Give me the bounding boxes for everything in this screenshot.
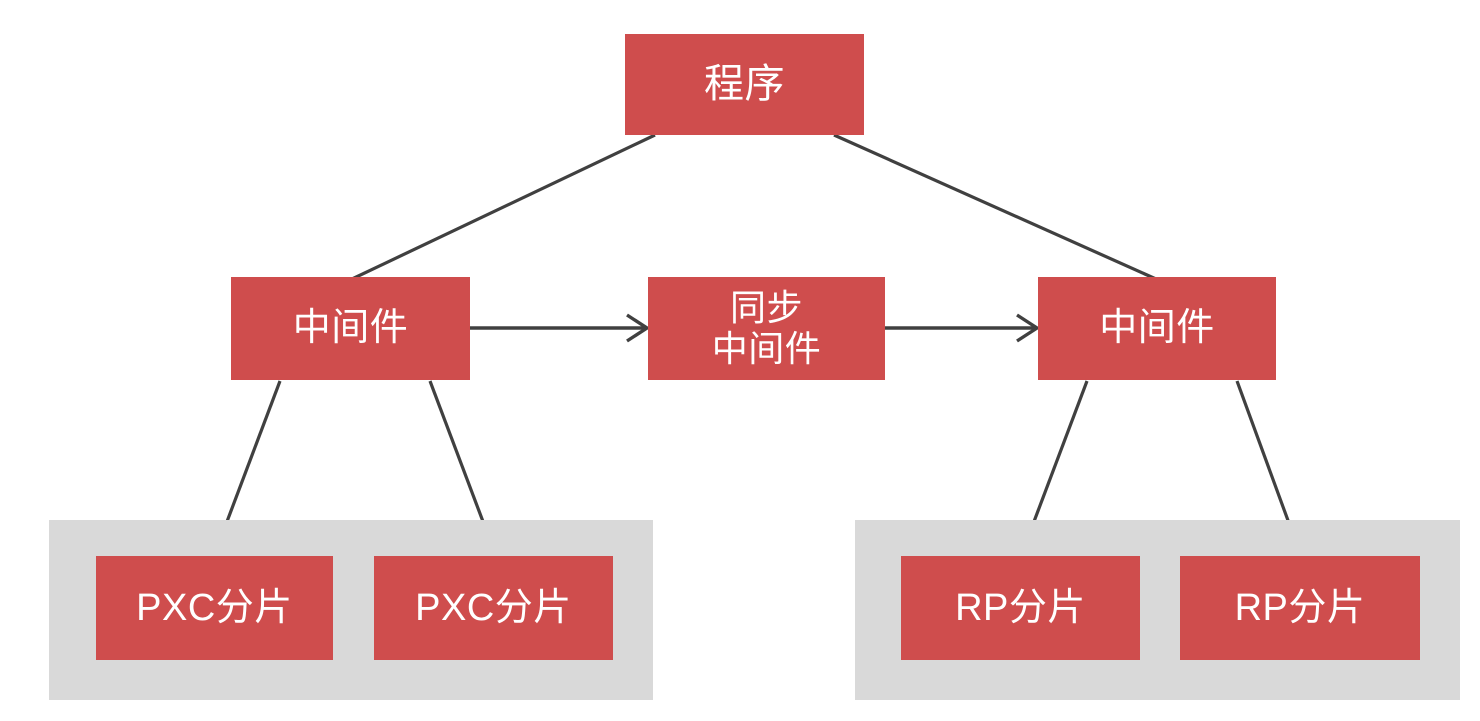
edge-program-to-middleware-left: [351, 133, 656, 281]
node-middleware-sync[interactable]: 同步 中间件: [648, 277, 885, 380]
edge-middleware-left-to-sync-arrowhead: [626, 313, 651, 343]
node-program[interactable]: 程序: [625, 34, 864, 135]
edge-sync-to-middleware-right-arrowhead: [1016, 313, 1041, 343]
node-middleware-left-label: 中间件: [292, 307, 409, 350]
node-pxc-shard-1-label: PXC分片: [136, 586, 293, 629]
node-pxc-shard-1[interactable]: PXC分片: [96, 556, 333, 660]
node-middleware-right[interactable]: 中间件: [1038, 277, 1276, 380]
node-middleware-left[interactable]: 中间件: [231, 277, 470, 380]
edge-program-to-middleware-right: [833, 133, 1157, 281]
node-program-label: 程序: [704, 62, 785, 107]
node-middleware-sync-label: 同步 中间件: [711, 287, 822, 369]
node-pxc-shard-2[interactable]: PXC分片: [374, 556, 613, 660]
node-rp-shard-2[interactable]: RP分片: [1180, 556, 1420, 660]
node-rp-shard-2-label: RP分片: [1234, 586, 1366, 629]
node-rp-shard-1-label: RP分片: [955, 586, 1086, 629]
node-middleware-right-label: 中间件: [1099, 307, 1215, 350]
node-rp-shard-1[interactable]: RP分片: [901, 556, 1140, 660]
node-pxc-shard-2-label: PXC分片: [415, 586, 572, 629]
